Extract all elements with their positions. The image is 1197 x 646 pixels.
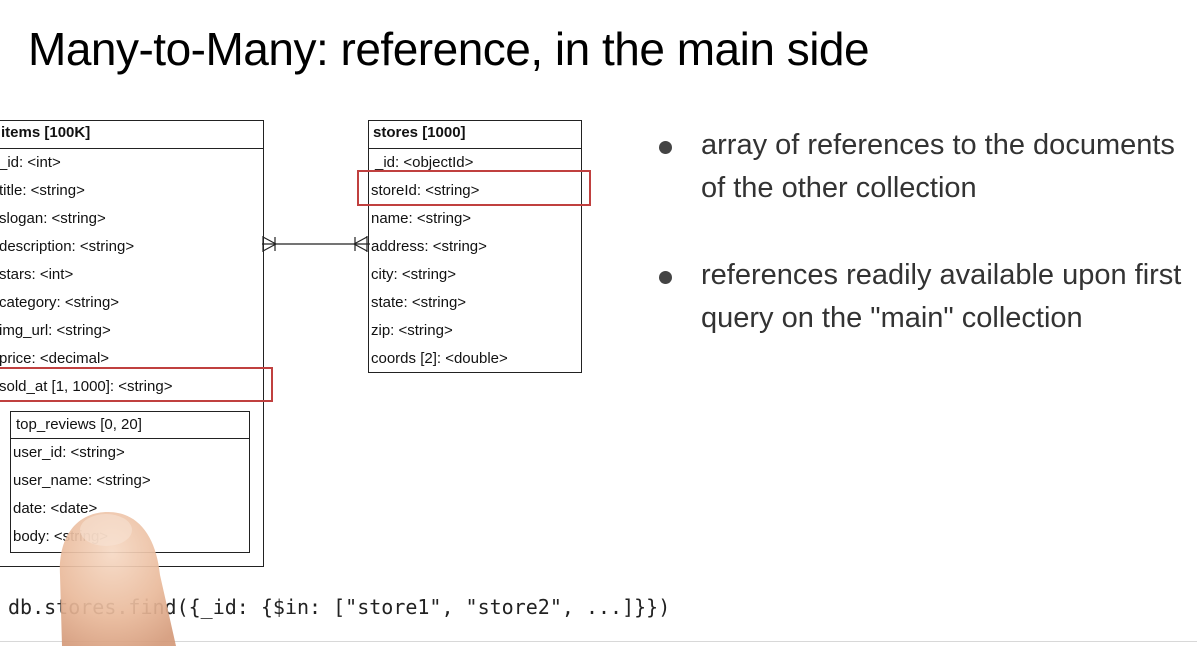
top-reviews-header: top_reviews [0, 20] [11, 412, 249, 439]
items-field-price: price: <decimal> [0, 350, 110, 367]
items-field-id: _id: <int> [0, 154, 61, 171]
bullet-text: references readily available upon first … [701, 259, 1182, 334]
relationship-connector [262, 236, 370, 252]
items-field-title: title: <string> [0, 182, 85, 199]
stores-field-id: _id: <objectId> [375, 154, 474, 171]
top-reviews-subdocument: top_reviews [0, 20] user_id: <string> us… [10, 411, 250, 553]
bullet-dot-icon [659, 141, 672, 154]
bullet-list: array of references to the documents of … [655, 124, 1195, 384]
items-field-category: category: <string> [0, 294, 120, 311]
bullet-item: references readily available upon first … [655, 254, 1195, 340]
items-field-stars: stars: <int> [0, 266, 74, 283]
stores-field-address: address: <string> [371, 238, 487, 255]
items-field-img-url: img_url: <string> [0, 322, 111, 339]
review-field-body: body: <string> [13, 528, 109, 545]
store-id-highlight [357, 170, 591, 206]
stores-field-city: city: <string> [371, 266, 457, 283]
slide-title: Many-to-Many: reference, in the main sid… [28, 23, 870, 75]
review-field-date: date: <date> [13, 500, 98, 517]
items-table-header: items [100K] [0, 121, 263, 149]
bullet-dot-icon [659, 271, 672, 284]
review-field-user-name: user_name: <string> [13, 472, 151, 489]
stores-table: stores [1000] _id: <objectId> storeId: <… [368, 120, 582, 373]
items-field-sold-at: sold_at [1, 1000]: <string> [0, 378, 173, 395]
stores-field-state: state: <string> [371, 294, 467, 311]
stores-table-header: stores [1000] [369, 121, 581, 149]
stores-field-zip: zip: <string> [371, 322, 453, 339]
items-field-description: description: <string> [0, 238, 135, 255]
items-field-slogan: slogan: <string> [0, 210, 106, 227]
review-field-user-id: user_id: <string> [13, 444, 125, 461]
slide-bottom-divider [0, 641, 1197, 642]
bullet-text: array of references to the documents of … [701, 129, 1175, 204]
stores-field-coords: coords [2]: <double> [371, 350, 508, 367]
stores-field-name: name: <string> [371, 210, 472, 227]
bullet-item: array of references to the documents of … [655, 124, 1195, 210]
query-code: db.stores.find({_id: {$in: ["store1", "s… [8, 595, 671, 619]
sold-at-highlight [0, 367, 273, 402]
stores-field-store-id: storeId: <string> [371, 182, 480, 199]
